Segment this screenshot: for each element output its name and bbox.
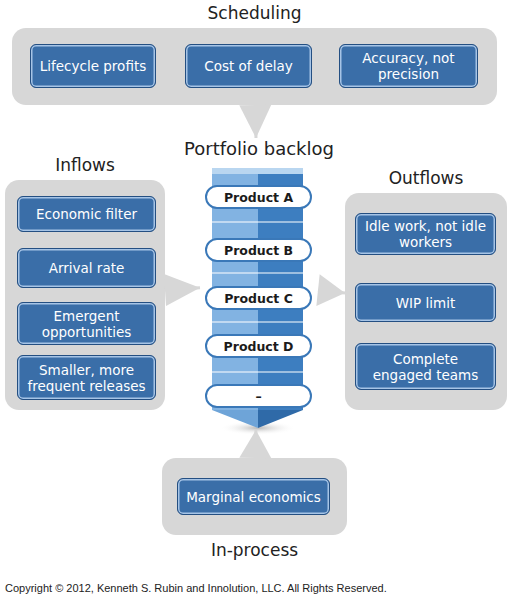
arrow-head [239, 105, 271, 138]
process-box: Lifecycle profits [30, 44, 156, 88]
box-label: WIP limit [396, 295, 455, 311]
box-label: Arrival rate [49, 260, 125, 276]
section-heading: Outflows [345, 168, 507, 188]
flow-pointer [239, 430, 271, 458]
box-label: Idle work, not idle workers [362, 218, 489, 250]
flow-pointer [316, 274, 345, 306]
process-box: Accuracy, not precision [339, 44, 478, 88]
stack-cap [212, 168, 303, 174]
section-heading: Inflows [5, 155, 165, 175]
process-box: Cost of delay [185, 44, 312, 88]
flow-line [318, 290, 345, 293]
process-box: Complete engaged teams [355, 343, 496, 390]
flow-line [254, 105, 258, 138]
section-heading: In-process [162, 540, 347, 560]
section-heading: Portfolio backlog [170, 138, 348, 159]
portfolio-backlog-stack: Portfolio backlogProduct AProduct BProdu… [200, 138, 318, 430]
product-label: Product C [224, 291, 293, 306]
box-label: Smaller, more frequent releases [24, 362, 149, 394]
product-label: Product B [224, 243, 293, 258]
product-label: Product A [224, 190, 293, 205]
process-box: Idle work, not idle workers [355, 213, 496, 255]
copyright-note: Copyright © 2012, Kenneth S. Rubin and I… [5, 582, 387, 594]
process-box: WIP limit [355, 283, 496, 322]
arrow-head [164, 274, 200, 306]
stack-point-dark [258, 410, 303, 428]
process-box: Arrival rate [17, 248, 156, 288]
box-label: Marginal economics [186, 489, 321, 505]
process-box: Smaller, more frequent releases [17, 355, 156, 400]
stack-tier-lines [212, 222, 303, 372]
flow-line [254, 430, 258, 458]
arrow-head [316, 274, 345, 306]
process-box: Economic filter [17, 196, 156, 232]
scheduling-panel: SchedulingLifecycle profitsCost of delay… [12, 28, 497, 105]
process-box: Marginal economics [177, 478, 330, 515]
process-box: Emergent opportunities [17, 302, 156, 345]
outflows-panel: OutflowsIdle work, not idle workersWIP l… [345, 193, 507, 410]
flow-line [165, 288, 200, 290]
product-label: Product D [224, 339, 294, 354]
box-label: Cost of delay [204, 58, 293, 74]
box-label: Emergent opportunities [24, 308, 149, 340]
box-label: Complete engaged teams [362, 351, 489, 383]
stack-point-light [212, 410, 258, 428]
box-label: Lifecycle profits [40, 58, 146, 74]
arrow-head [239, 430, 271, 458]
inflows-panel: InflowsEconomic filterArrival rateEmerge… [5, 180, 165, 410]
flow-pointer [164, 274, 200, 306]
in-process-panel: In-processMarginal economics [162, 458, 347, 535]
box-label: Economic filter [36, 206, 137, 222]
box-label: Accuracy, not precision [346, 50, 471, 82]
product-pill: Product A [205, 185, 312, 209]
section-heading: Scheduling [12, 3, 497, 23]
flow-pointer [239, 105, 271, 138]
product-pill: Product D [205, 334, 312, 358]
product-pill: Product B [205, 238, 312, 262]
product-pill: – [205, 384, 312, 408]
product-label: – [255, 389, 261, 404]
product-pill: Product C [205, 286, 312, 310]
